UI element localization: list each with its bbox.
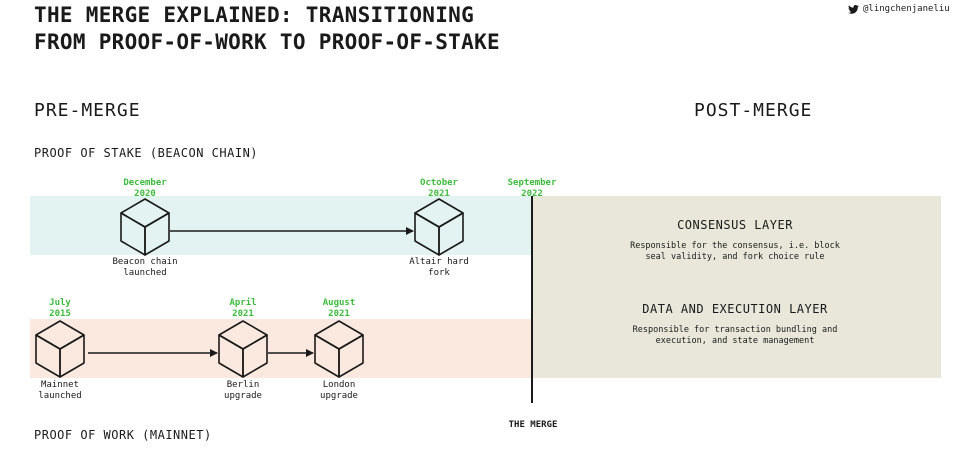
consensus-layer-title: CONSENSUS LAYER bbox=[677, 218, 793, 232]
pow-node-label: London upgrade bbox=[320, 380, 358, 401]
execution-layer-desc: Responsible for transaction bundling and… bbox=[632, 325, 838, 346]
cube-icon-berlin bbox=[218, 320, 268, 378]
cube-icon-beacon bbox=[120, 198, 170, 256]
handle-text: @lingchenjaneliu bbox=[863, 4, 950, 14]
pow-node-date: April 2021 bbox=[229, 298, 257, 319]
pos-node-date: October 2021 bbox=[420, 178, 458, 199]
post-merge-panel bbox=[532, 196, 941, 378]
execution-layer-title: DATA AND EXECUTION LAYER bbox=[642, 302, 828, 316]
pos-node-label: Beacon chain launched bbox=[112, 257, 178, 278]
merge-date: September 2022 bbox=[507, 178, 557, 199]
title-line-1: THE MERGE EXPLAINED: TRANSITIONING bbox=[34, 3, 475, 27]
pos-band bbox=[30, 196, 532, 255]
pow-node-date: July 2015 bbox=[49, 298, 71, 319]
merge-line bbox=[531, 196, 533, 403]
title-line-2: FROM PROOF-OF-WORK TO PROOF-OF-STAKE bbox=[34, 30, 500, 54]
consensus-layer-desc: Responsible for the consensus, i.e. bloc… bbox=[630, 241, 840, 262]
pos-node-date: December 2020 bbox=[123, 178, 167, 199]
cube-icon-mainnet bbox=[35, 320, 85, 378]
author-handle: @lingchenjaneliu bbox=[848, 4, 950, 14]
page-title: THE MERGE EXPLAINED: TRANSITIONING FROM … bbox=[34, 2, 500, 56]
post-merge-heading: POST-MERGE bbox=[694, 100, 813, 121]
pre-merge-heading: PRE-MERGE bbox=[34, 100, 141, 121]
pow-band bbox=[30, 319, 532, 378]
pow-track-label: PROOF OF WORK (MAINNET) bbox=[34, 428, 212, 442]
cube-icon-altair bbox=[414, 198, 464, 256]
twitter-bird-icon bbox=[848, 4, 859, 14]
pow-node-label: Mainnet launched bbox=[38, 380, 82, 401]
merge-label: THE MERGE bbox=[508, 420, 558, 430]
pow-node-label: Berlin upgrade bbox=[224, 380, 262, 401]
pos-track-label: PROOF OF STAKE (BEACON CHAIN) bbox=[34, 146, 259, 160]
pow-node-date: August 2021 bbox=[322, 298, 356, 319]
pos-node-label: Altair hard fork bbox=[409, 257, 469, 278]
cube-icon-london bbox=[314, 320, 364, 378]
